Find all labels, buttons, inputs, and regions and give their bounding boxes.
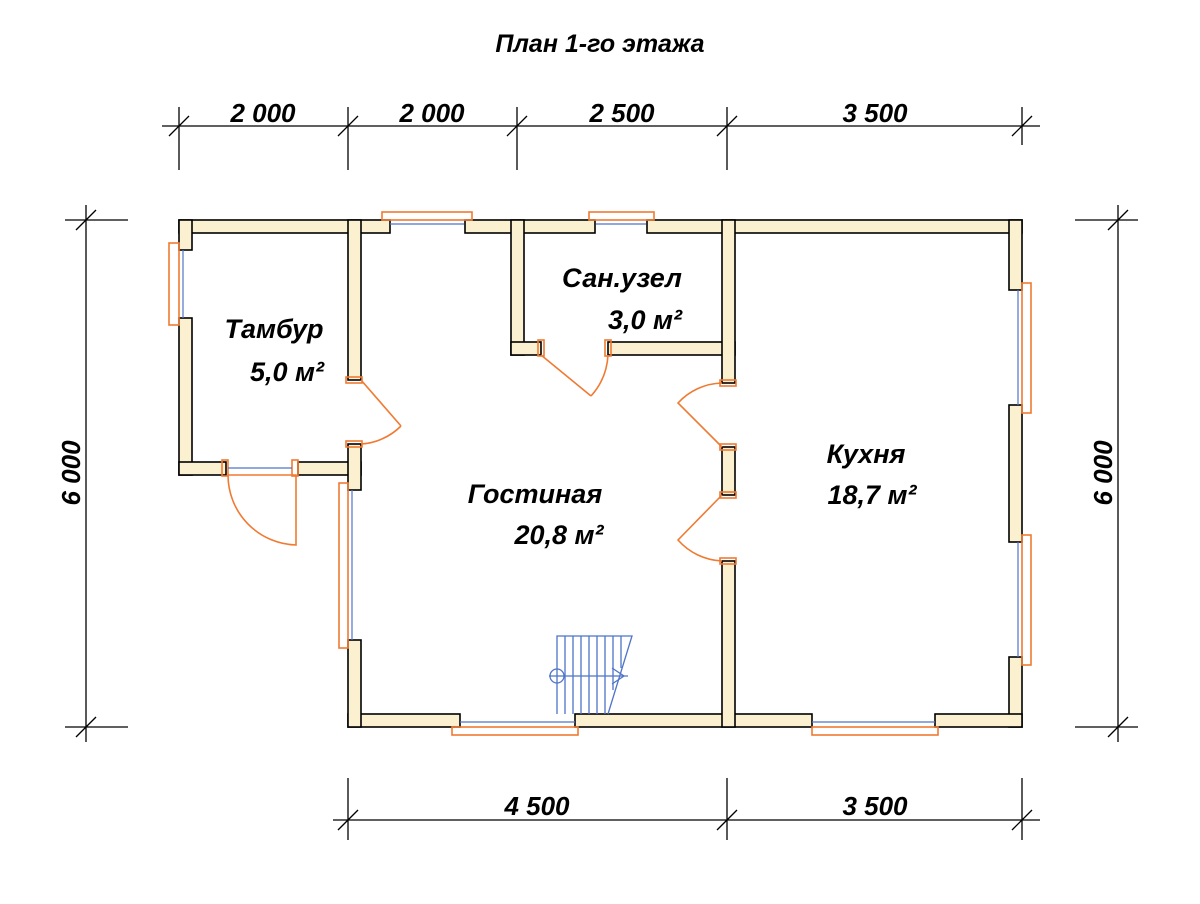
room-area: 18,7 м² (827, 480, 917, 510)
room-name: Кухня (827, 439, 906, 469)
doors (221, 339, 737, 565)
room-vestibule: Тамбур 5,0 м² (224, 314, 325, 387)
dim-top-3: 2 500 (588, 98, 655, 128)
room-name: Сан.узел (562, 263, 682, 293)
room-name: Гостиная (468, 479, 603, 509)
room-area: 20,8 м² (513, 520, 604, 550)
dim-left: 6 000 (56, 440, 86, 506)
room-bathroom: Сан.узел 3,0 м² (562, 263, 683, 335)
room-area: 3,0 м² (608, 305, 683, 335)
windows (168, 211, 1032, 736)
room-kitchen: Кухня 18,7 м² (827, 439, 918, 510)
dim-right: 6 000 (1088, 440, 1118, 506)
bottom-dimension-line: 4 500 3 500 (333, 778, 1040, 840)
dim-top-1: 2 000 (229, 98, 296, 128)
room-name: Тамбур (224, 314, 323, 344)
dim-bottom-1: 4 500 (503, 791, 570, 821)
walls (178, 219, 1023, 728)
dim-bottom-2: 3 500 (842, 791, 908, 821)
plan-title: План 1-го этажа (495, 30, 704, 58)
dim-top-2: 2 000 (398, 98, 465, 128)
right-dimension-line: 6 000 (1075, 205, 1138, 742)
room-area: 5,0 м² (250, 357, 325, 387)
staircase (549, 635, 633, 715)
left-dimension-line: 6 000 (56, 205, 128, 742)
top-dimension-line: 2 000 2 000 2 500 3 500 (162, 98, 1040, 170)
room-living-room: Гостиная 20,8 м² (468, 479, 605, 550)
dim-top-4: 3 500 (842, 98, 908, 128)
